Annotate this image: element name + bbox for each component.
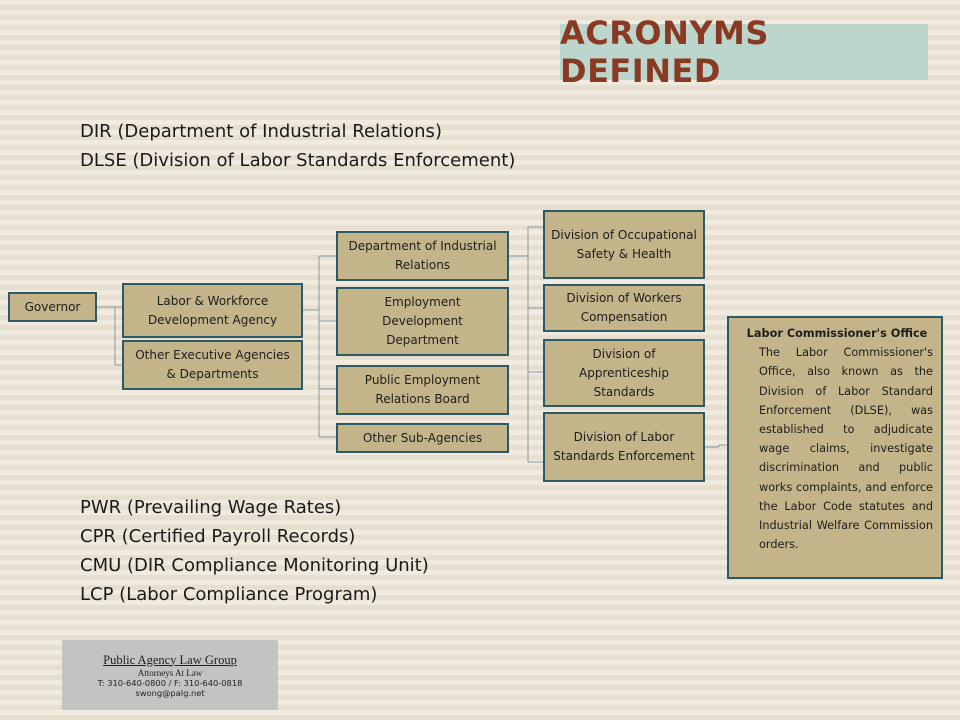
node-dept-industrial-relations: Department of Industrial Relations (336, 231, 509, 281)
footer-firm-name: Public Agency Law Group (103, 652, 237, 667)
labor-commissioner-title: Labor Commissioner's Office (746, 327, 928, 340)
footer-phone: T: 310-640-0800 / F: 310-640-0818 (97, 677, 243, 688)
node-governor: Governor (8, 292, 97, 322)
node-labor-workforce-agency: Labor & Workforce Development Agency (122, 283, 303, 338)
footer-contact-box: Public Agency Law Group Attorneys At Law… (62, 640, 278, 710)
title-banner: ACRONYMS DEFINED (560, 14, 928, 90)
acronym-pwr: PWR (Prevailing Wage Rates) (80, 497, 342, 518)
page-title: ACRONYMS DEFINED (560, 14, 769, 90)
node-div-apprenticeship-standards: Division of Apprenticeship Standards (543, 339, 705, 407)
acronym-dlse: DLSE (Division of Labor Standards Enforc… (80, 150, 516, 171)
node-div-occupational-safety: Division of Occupational Safety & Health (543, 210, 705, 279)
node-public-employment-relations-board: Public Employment Relations Board (336, 365, 509, 415)
labor-commissioner-box: Labor Commissioner's Office The Labor Co… (727, 316, 943, 579)
footer-email: swong@palg.net (135, 687, 205, 698)
node-employment-development-dept: Employment Development Department (336, 287, 509, 356)
acronym-cpr: CPR (Certified Payroll Records) (80, 526, 356, 547)
acronym-cmu: CMU (DIR Compliance Monitoring Unit) (80, 555, 429, 576)
footer-subtitle: Attorneys At Law (137, 667, 203, 678)
acronym-dir: DIR (Department of Industrial Relations) (80, 121, 442, 142)
labor-commissioner-description: The Labor Commissioner's Office, also kn… (759, 346, 933, 552)
node-other-executive-agencies: Other Executive Agencies & Departments (122, 340, 303, 390)
node-div-labor-standards-enforcement: Division of Labor Standards Enforcement (543, 412, 705, 482)
node-div-workers-compensation: Division of Workers Compensation (543, 284, 705, 332)
node-other-sub-agencies: Other Sub-Agencies (336, 423, 509, 453)
acronym-lcp: LCP (Labor Compliance Program) (80, 584, 378, 605)
